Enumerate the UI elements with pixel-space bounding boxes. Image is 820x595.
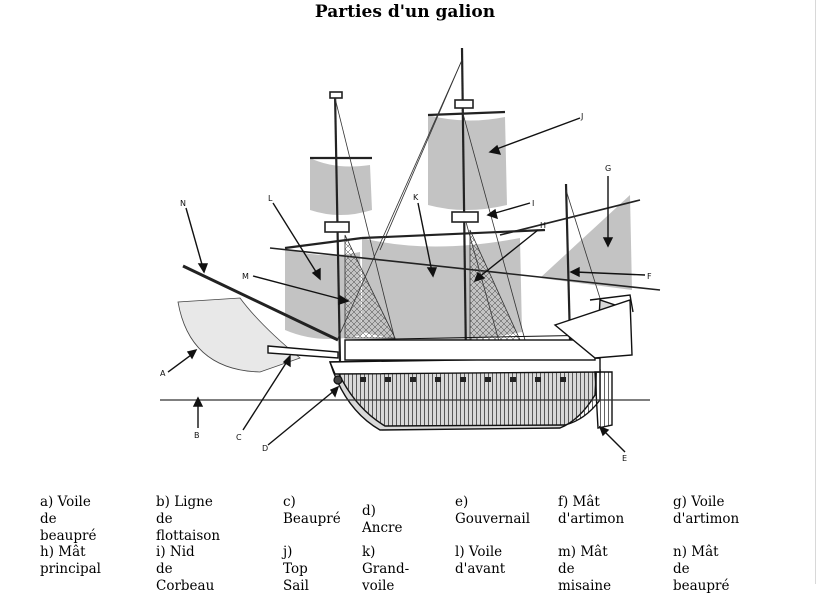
page-title: Parties d'un galion xyxy=(314,2,496,22)
label-L: L xyxy=(268,194,273,203)
legend-item-c: c)Beaupré xyxy=(283,494,341,527)
label-C: C xyxy=(236,433,242,442)
letter-labels: A B C D E F G H I J K L M N xyxy=(160,112,652,463)
legend-item-e: e)Gouvernail xyxy=(455,494,531,527)
bowsprit-mast xyxy=(182,264,339,342)
label-D: D xyxy=(262,444,268,453)
legend-item-d: d) Ancre xyxy=(362,503,403,536)
sail-spritsail xyxy=(177,297,301,373)
sail-main-topsail xyxy=(428,115,507,210)
label-N: N xyxy=(180,199,186,208)
label-I: I xyxy=(532,199,534,208)
sail-fore-topsail xyxy=(310,158,372,215)
label-A: A xyxy=(160,369,166,378)
label-K: K xyxy=(413,193,419,202)
hull xyxy=(267,294,634,431)
galleon-diagram: A B C D E F G H I J K L M N xyxy=(160,47,661,463)
legend-item-k: k) Grand-voile xyxy=(362,544,410,594)
mizzen-mast xyxy=(564,183,572,341)
sail-fore-course xyxy=(285,248,362,339)
sails xyxy=(177,115,632,373)
rigging xyxy=(334,59,611,346)
label-E: E xyxy=(622,454,627,463)
label-B: B xyxy=(194,431,200,440)
label-J: J xyxy=(580,112,583,121)
page-edge-divider xyxy=(815,0,816,584)
label-M: M xyxy=(242,272,249,281)
gun-ports xyxy=(360,377,566,382)
crows-nests xyxy=(324,91,479,233)
anchor xyxy=(333,375,343,385)
callout-arrows xyxy=(167,117,646,453)
label-H: H xyxy=(540,221,546,230)
label-G: G xyxy=(605,164,611,173)
label-F: F xyxy=(647,272,652,281)
sail-mizzen-lateen xyxy=(540,195,632,290)
